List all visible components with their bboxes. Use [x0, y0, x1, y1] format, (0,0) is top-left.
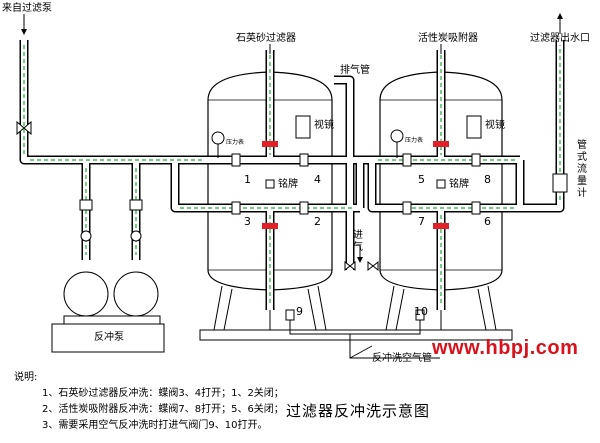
valve-number-5: 5 [418, 173, 425, 186]
diagram-title: 过滤器反冲洗示意图 [286, 402, 431, 420]
valve-number-6: 6 [484, 215, 491, 228]
backwash-pump-label: 反冲泵 [94, 332, 124, 343]
nameplate-label-1: 铭牌 [278, 179, 298, 190]
valve-number-9: 9 [296, 305, 303, 318]
foundation-slab [199, 329, 513, 341]
nameplates [265, 179, 446, 189]
valve-number-3: 3 [244, 215, 251, 228]
valve-number-1: 1 [244, 173, 251, 186]
inlet-label: 来自过滤泵 [2, 3, 52, 14]
backwash-pumps [51, 199, 165, 353]
air-pipe-label: 反冲洗空气管 [372, 353, 432, 364]
notes-heading: 说明: [14, 372, 38, 383]
valve-number-7: 7 [418, 215, 425, 228]
sight-glasses [295, 115, 482, 139]
outlet-label: 过滤器出水口 [530, 33, 590, 44]
tube-flowmeter [552, 173, 568, 193]
note-item-2: 2、活性炭吸附器反冲洗：蝶阀7、8打开；5、6关闭； [42, 404, 284, 415]
note-item-3: 3、需要采用空气反冲洗时打进气阀门9、10打开。 [42, 420, 268, 431]
nameplate-label-2: 铭牌 [449, 179, 469, 190]
gauge-label-1: 压力表 [226, 139, 245, 146]
vent-pipe-label: 排气管 [340, 65, 370, 76]
notes-block: 说明: 1、石英砂过滤器反冲洗：蝶阀3、4打开；1、2关闭； 2、活性炭吸附器反… [14, 370, 284, 434]
valve-number-10: 10 [414, 305, 428, 318]
pressure-gauges [211, 129, 404, 158]
air-inlet-label: 进气 [353, 230, 363, 253]
note-item-1: 1、石英砂过滤器反冲洗：蝶阀3、4打开；1、2关闭； [42, 388, 284, 399]
flow-direction-arrows [23, 45, 561, 305]
air-backwash-pipe [289, 318, 440, 359]
red-flanges [262, 141, 449, 229]
flowmeter-label: 管式流量计 [577, 140, 587, 199]
gauge-label-2: 压力表 [405, 137, 424, 144]
butterfly-valves [231, 153, 481, 215]
valve-number-2: 2 [314, 215, 321, 228]
valve-number-8: 8 [484, 173, 491, 186]
quartz-filter-label: 石英砂过滤器 [236, 33, 296, 44]
carbon-filter-label: 活性炭吸附器 [418, 33, 478, 44]
sight-glass-label-1: 视镜 [314, 120, 334, 131]
website-watermark: www.hbpj.com [432, 337, 579, 359]
sight-glass-label-2: 视镜 [485, 120, 505, 131]
valve-number-4: 4 [314, 173, 321, 186]
air-valves [285, 260, 425, 321]
inlet-gate-valve [16, 120, 32, 136]
